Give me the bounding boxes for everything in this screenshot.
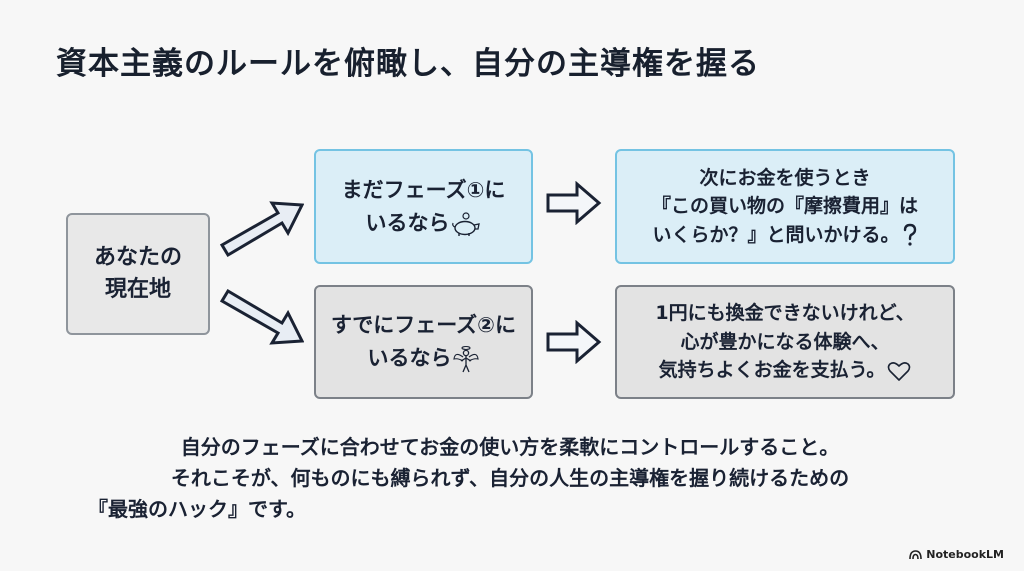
piggy-bank-icon xyxy=(452,211,481,236)
arrow-up-right-icon xyxy=(219,201,304,258)
brand-label: NotebookLM xyxy=(926,548,1004,561)
action2-line: 1円にも換金できないけれど、 xyxy=(655,302,915,325)
phase1-line: いるなら xyxy=(365,210,450,235)
action1-box: 次にお金を使うとき 『この買い物の『摩擦費用』は いくらか？』と問いかける。 xyxy=(615,149,955,264)
arrow-down-right-icon xyxy=(219,288,304,345)
action1-line: いくらか？』と問いかける。 xyxy=(652,223,900,246)
summary-line: それこそが、何ものにも縛られず、自分の人生の主導権を握り続けるための xyxy=(170,466,850,490)
action1-line: 次にお金を使うとき xyxy=(699,166,871,189)
phase1-line: まだフェーズ①に xyxy=(341,177,506,202)
current-location-line: 現在地 xyxy=(104,277,171,302)
notebooklm-logo-icon xyxy=(909,549,923,559)
current-location-line: あなたの xyxy=(93,245,182,271)
arrow-right-icon xyxy=(546,181,602,225)
action1-line: 『この買い物の『摩擦費用』は xyxy=(651,195,918,218)
heart-icon xyxy=(888,361,911,381)
current-location-box: あなたの 現在地 xyxy=(66,213,210,335)
action2-line: 心が豊かになる体験へ、 xyxy=(680,330,890,353)
phase1-box: まだフェーズ①に いるなら xyxy=(314,149,533,264)
angel-icon xyxy=(453,345,480,373)
arrow-right-icon xyxy=(546,320,602,364)
summary-line: 『最強のハック』です。 xyxy=(88,497,306,521)
phase2-line: いるなら xyxy=(367,346,452,370)
summary-text: 自分のフェーズに合わせてお金の使い方を柔軟にコントロールすること。 それこそが、… xyxy=(70,432,950,525)
summary-line: 自分のフェーズに合わせてお金の使い方を柔軟にコントロールすること。 xyxy=(180,435,840,459)
action2-box: 1円にも換金できないけれど、 心が豊かになる体験へ、 気持ちよくお金を支払う。 xyxy=(615,285,955,399)
page-title: 資本主義のルールを俯瞰し、自分の主導権を握る xyxy=(56,46,760,82)
question-mark-icon xyxy=(903,224,916,246)
action2-line: 気持ちよくお金を支払う。 xyxy=(658,359,886,382)
notebooklm-brand: NotebookLM xyxy=(909,548,1004,561)
phase2-box: すでにフェーズ②に いるなら xyxy=(314,285,533,399)
phase2-line: すでにフェーズ②に xyxy=(331,313,516,338)
